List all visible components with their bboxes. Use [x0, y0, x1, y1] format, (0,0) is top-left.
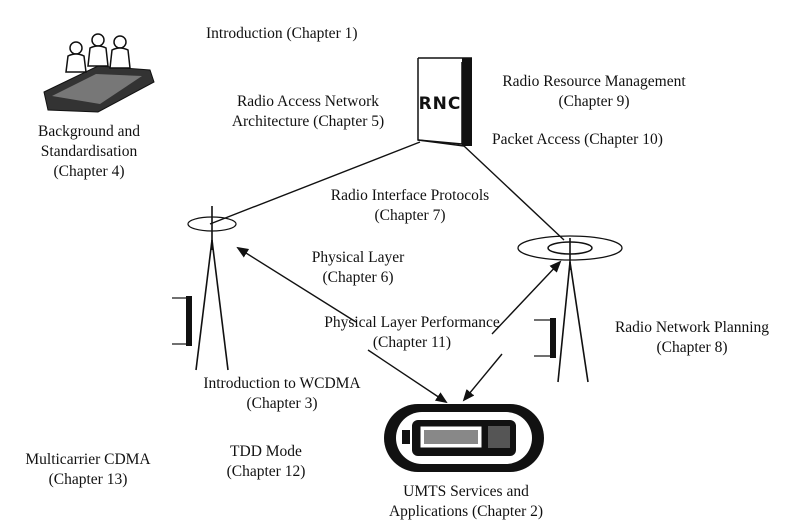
arrow-to-terminal-left	[367, 349, 448, 404]
wcdma-label: Introduction to WCDMA (Chapter 3)	[203, 375, 361, 412]
people-map-icon	[43, 33, 155, 113]
rnc-label: RNC	[418, 94, 462, 114]
mobile-terminal-icon	[384, 404, 544, 472]
base-station-tower-icon	[172, 206, 237, 371]
physical-layer-label: Physical Layer (Chapter 6)	[311, 249, 405, 286]
rnc-cabinet-icon	[417, 57, 472, 146]
rnc-right-link	[463, 145, 565, 241]
arrow-to-terminal-right	[462, 353, 503, 402]
umts-label: UMTS Services and Applications (Chapter …	[388, 483, 544, 520]
background-label: Background and Standardisation (Chapter …	[37, 123, 140, 180]
rnc-base-line	[417, 139, 465, 147]
multicarrier-label: Multicarrier CDMA (Chapter 13)	[25, 451, 151, 488]
radio-interface-label: Radio Interface Protocols (Chapter 7)	[330, 187, 490, 224]
base-station-tower-icon	[517, 235, 623, 383]
introduction-label: Introduction (Chapter 1)	[206, 25, 358, 42]
rrm-label: Radio Resource Management (Chapter 9)	[502, 73, 686, 110]
radio-network-planning-label: Radio Network Planning (Chapter 8)	[614, 319, 770, 356]
arrow-to-left-tower	[236, 246, 357, 323]
physical-layer-performance-label: Physical Layer Performance (Chapter 11)	[324, 314, 500, 351]
ran-architecture-label: Radio Access Network Architecture (Chapt…	[231, 93, 385, 130]
tdd-label: TDD Mode (Chapter 12)	[226, 443, 306, 480]
arrow-to-right-tower	[491, 260, 562, 335]
rnc-left-link	[209, 141, 421, 225]
packet-access-label: Packet Access (Chapter 10)	[492, 131, 663, 148]
